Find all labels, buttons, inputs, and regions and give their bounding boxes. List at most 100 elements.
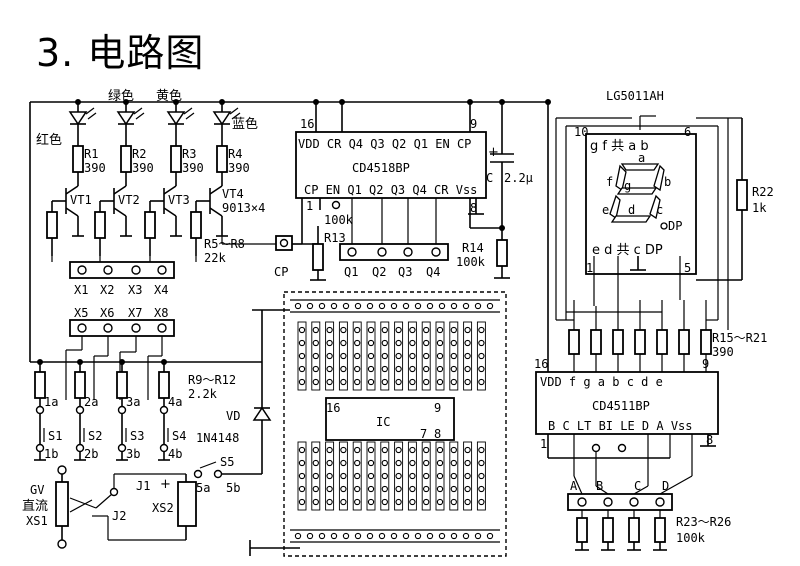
cd4518-pin1: 1 — [306, 199, 313, 213]
seg-e-label: e — [602, 203, 609, 217]
r3-label: R3 — [182, 147, 196, 161]
breadboard-hole — [409, 365, 416, 373]
x5-label: X5 — [74, 306, 88, 320]
breadboard-hole — [326, 472, 333, 480]
breadboard-hole — [326, 378, 333, 386]
breadboard-hole — [326, 485, 333, 493]
breadboard-strip — [366, 441, 376, 511]
breadboard-hole — [312, 339, 319, 347]
s1a-label: 1a — [44, 395, 58, 409]
breadboard-hole — [312, 326, 319, 334]
breadboard-hole — [438, 302, 446, 310]
breadboard-hole — [423, 459, 430, 467]
breadboard-hole — [340, 498, 347, 506]
terminal-block-x5-x8 — [65, 319, 175, 400]
breadboard-hole — [395, 339, 402, 347]
breadboard-hole — [395, 498, 402, 506]
breadboard-hole — [462, 532, 470, 540]
page-title: 3. 电路图 — [36, 31, 205, 75]
breadboard-hole — [378, 302, 386, 310]
breadboard-strip — [476, 321, 486, 391]
breadboard-strip — [394, 321, 404, 391]
breadboard-hole — [450, 485, 457, 493]
breadboard-hole — [409, 485, 416, 493]
j1-label: J1 — [136, 479, 150, 493]
abcd-terminal-and-r23-r26 — [567, 475, 693, 551]
breadboard-hole — [438, 532, 446, 540]
breadboard-hole — [354, 352, 361, 360]
breadboard-hole — [423, 498, 430, 506]
breadboard-strip — [297, 441, 307, 511]
cd4518-pin9: 9 — [470, 117, 477, 131]
breadboard-hole — [478, 498, 485, 506]
breadboard-hole — [423, 352, 430, 360]
s2-label: S2 — [88, 429, 102, 443]
breadboard-hole — [450, 472, 457, 480]
display-pin6: 6 — [684, 125, 691, 139]
breadboard-hole — [423, 378, 430, 386]
r14-value: 100k — [456, 255, 486, 269]
breadboard-hole — [450, 302, 458, 310]
breadboard-hole — [340, 352, 347, 360]
s4b-label: 4b — [168, 447, 182, 461]
s5a-label: 5a — [196, 481, 210, 495]
breadboard-hole — [381, 378, 388, 386]
plus-label: + — [160, 477, 171, 492]
labels: 红色 绿色 黄色 蓝色 R1 390 R2 390 R3 390 R4 390 … — [22, 88, 774, 545]
breadboard-strip — [311, 321, 321, 391]
r22-value: 1k — [752, 201, 767, 215]
breadboard-hole — [390, 532, 398, 540]
breadboard-hole — [436, 472, 444, 480]
x3-label: X3 — [128, 283, 142, 297]
breadboard-hole — [414, 302, 422, 310]
breadboard-strip — [394, 441, 404, 511]
breadboard-hole — [312, 446, 319, 454]
breadboard-hole — [409, 446, 416, 454]
breadboard-hole — [326, 365, 333, 373]
breadboard-hole — [478, 339, 485, 347]
vt2-label: VT2 — [118, 193, 140, 207]
breadboard-hole — [436, 326, 444, 334]
r4-label: R4 — [228, 147, 242, 161]
cd4518-pin16: 16 — [300, 117, 314, 131]
cd4511-pin9: 9 — [702, 357, 709, 371]
breadboard-hole — [395, 352, 402, 360]
breadboard-hole — [395, 365, 402, 373]
breadboard-hole — [402, 302, 410, 310]
cd4511-bottom-pins: B C LT BI LE D A Vss — [548, 419, 693, 433]
breadboard-hole — [381, 339, 388, 347]
breadboard-hole — [330, 302, 338, 310]
led-blue-label: 蓝色 — [232, 116, 258, 132]
breadboard-hole — [464, 378, 471, 386]
s2a-label: 2a — [84, 395, 98, 409]
x7-label: X7 — [128, 306, 142, 320]
led-red-label: 红色 — [36, 132, 62, 148]
cd4511-pin8: 8 — [706, 433, 713, 447]
breadboard-hole — [409, 459, 416, 467]
breadboard-hole — [381, 352, 388, 360]
breadboard-hole — [298, 339, 306, 347]
s3a-label: 3a — [126, 395, 140, 409]
breadboard-hole — [395, 485, 402, 493]
breadboard-hole — [378, 532, 386, 540]
breadboard-hole — [312, 485, 319, 493]
breadboard-hole — [367, 485, 375, 493]
breadboard-hole — [436, 485, 444, 493]
breadboard-hole — [367, 498, 375, 506]
r15-r21-value: 390 — [712, 345, 734, 359]
breadboard-hole — [478, 485, 485, 493]
display-top-pins: g f 共 a b — [590, 139, 649, 154]
r3-value: 390 — [182, 161, 204, 175]
seg-b-label: b — [664, 175, 671, 189]
breadboard-hole — [395, 446, 402, 454]
s2b-label: 2b — [84, 447, 98, 461]
cd4518-top-pins: VDD CR Q4 Q3 Q2 Q1 EN CP — [298, 137, 471, 151]
r23-r26-value: 100k — [676, 531, 706, 545]
vd-type-label: 1N4148 — [196, 431, 239, 445]
breadboard-hole — [340, 378, 347, 386]
abcd-d-label: D — [662, 479, 669, 493]
led-channel-3 — [144, 102, 195, 256]
s3-label: S3 — [130, 429, 144, 443]
middle-rail — [30, 309, 290, 474]
breadboard-hole — [326, 352, 333, 360]
